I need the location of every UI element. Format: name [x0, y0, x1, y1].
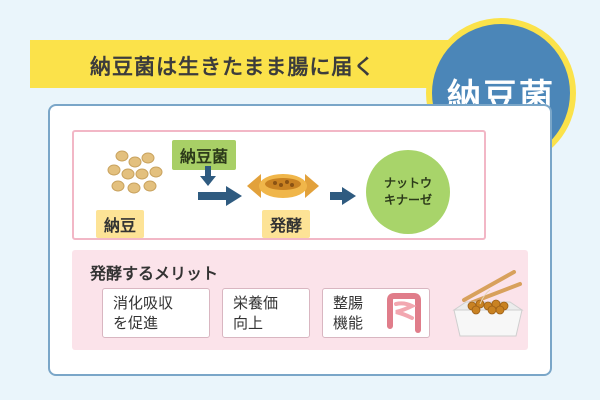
merit-item-line1: 整腸	[333, 294, 364, 312]
merit-title: 発酵するメリット	[90, 264, 219, 283]
merit-item-nutrition: 栄養価 向上	[222, 288, 310, 338]
soybeans-icon	[107, 150, 163, 194]
merit-item-line1: 栄養価	[233, 294, 279, 312]
enzyme-line1: ナットウ	[383, 176, 432, 191]
intestine-icon	[387, 293, 421, 333]
down-arrow-icon	[200, 166, 216, 186]
ferment-label: 発酵	[262, 210, 311, 238]
merit-item-line2: 向上	[233, 314, 264, 332]
merit-item-digestion: 消化吸収 を促進	[102, 288, 210, 338]
merit-item-line1: 消化吸収	[113, 294, 174, 312]
natto-bowl-icon	[452, 270, 524, 337]
bean-label: 納豆	[96, 210, 145, 238]
headline-text: 納豆菌は生きたまま腸に届く	[90, 55, 376, 79]
merit-item-line2: 機能	[333, 314, 364, 332]
natto-pack-icon	[247, 174, 319, 198]
enzyme-line2: キナーゼ	[383, 193, 432, 207]
right-arrow-icon	[198, 186, 242, 206]
bacteria-label: 納豆菌	[172, 140, 237, 170]
merit-item-line2: を促進	[113, 314, 159, 332]
right-arrow-icon-2	[330, 187, 356, 205]
headline-banner	[30, 40, 460, 88]
enzyme-circle: ナットウ キナーゼ	[366, 150, 450, 234]
